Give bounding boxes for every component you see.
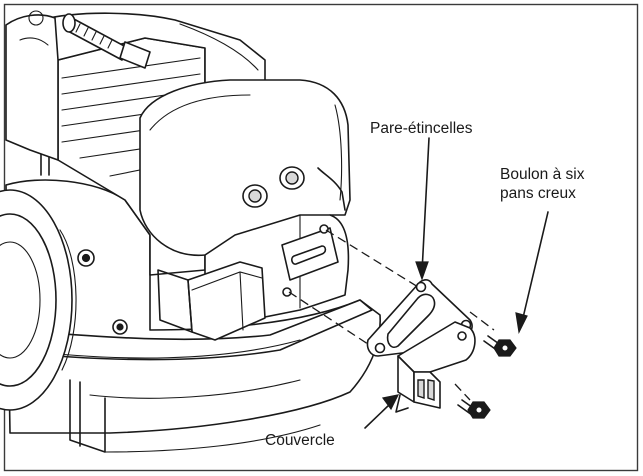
head-bolt-right (279, 166, 305, 190)
head-cover (139, 79, 351, 256)
assembly-lines (288, 229, 495, 401)
air-cleaner (157, 261, 266, 341)
top-left-housing (5, 14, 59, 161)
recoil-starter (0, 189, 77, 411)
label-hex-bolt-line1: Boulon à six (500, 166, 585, 183)
leader-lines (364, 137, 549, 429)
crankcase-bolt-lower (112, 319, 128, 335)
crankcase-bolt-upper (77, 249, 95, 267)
hex-bolt-upper (483, 335, 517, 357)
cover-part (395, 321, 476, 413)
spark-plug (62, 13, 151, 69)
head-bolt-left (242, 184, 268, 208)
label-cover: Couvercle (265, 432, 335, 449)
label-spark-arrester: Pare-étincelles (370, 120, 473, 137)
label-hex-bolt-line2: pans creux (500, 185, 576, 202)
hex-bolt-lower (457, 399, 491, 419)
engine (0, 10, 381, 453)
